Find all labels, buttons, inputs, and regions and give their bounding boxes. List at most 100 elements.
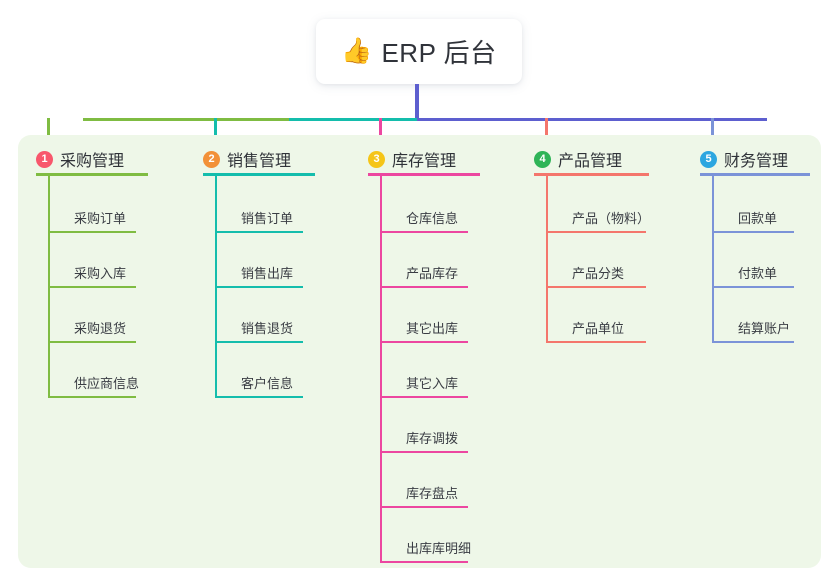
menu-item-rule bbox=[48, 231, 136, 233]
menu-item-label: 采购订单 bbox=[74, 211, 127, 226]
menu-item-rule bbox=[380, 231, 468, 233]
menu-item-label: 产品单位 bbox=[572, 321, 625, 336]
menu-item-label: 销售订单 bbox=[241, 211, 294, 226]
menu-item-label: 库存盘点 bbox=[406, 486, 459, 501]
column-spine-line bbox=[712, 173, 714, 343]
menu-item-label: 其它出库 bbox=[406, 321, 459, 336]
menu-item-receipt-voucher[interactable]: 回款单 bbox=[712, 191, 794, 233]
menu-item-purchase-order[interactable]: 采购订单 bbox=[48, 191, 136, 233]
menu-item-label: 销售出库 bbox=[241, 266, 294, 281]
column-sales-management: 2 销售管理销售订单销售出库销售退货客户信息 bbox=[203, 135, 353, 568]
menu-item-rule bbox=[380, 561, 468, 563]
menu-item-rule bbox=[712, 231, 794, 233]
menu-item-other-inbound[interactable]: 其它入库 bbox=[380, 356, 468, 398]
column-spine-line bbox=[546, 173, 548, 343]
column-title: 财务管理 bbox=[724, 153, 789, 170]
menu-item-label: 出库库明细 bbox=[406, 541, 472, 556]
column-header-rule bbox=[203, 173, 315, 176]
menu-item-label: 结算账户 bbox=[738, 321, 791, 336]
badge-number-icon: 1 bbox=[36, 150, 53, 168]
menu-item-settlement-account[interactable]: 结算账户 bbox=[712, 301, 794, 343]
menu-item-sales-order[interactable]: 销售订单 bbox=[215, 191, 303, 233]
menu-item-rule bbox=[380, 396, 468, 398]
badge-number-icon: 2 bbox=[203, 150, 220, 168]
menu-item-label: 客户信息 bbox=[241, 376, 294, 391]
menu-item-rule bbox=[48, 286, 136, 288]
menu-item-rule bbox=[712, 286, 794, 288]
column-purchase-management: 1 采购管理采购订单采购入库采购退货供应商信息 bbox=[36, 135, 186, 568]
column-inventory-management: 3 库存管理仓库信息产品库存其它出库其它入库库存调拨库存盘点出库库明细 bbox=[368, 135, 518, 568]
menu-item-rule bbox=[48, 341, 136, 343]
menu-item-product-material[interactable]: 产品（物料） bbox=[546, 191, 650, 233]
menu-item-rule bbox=[546, 231, 646, 233]
menu-item-label: 产品库存 bbox=[406, 266, 459, 281]
menu-item-label: 回款单 bbox=[738, 211, 778, 226]
column-header-product-management[interactable]: 4 产品管理 bbox=[534, 147, 622, 171]
badge-number-icon: 5 bbox=[700, 150, 717, 168]
column-header-rule bbox=[36, 173, 148, 176]
thumbs-up-icon: 👍 bbox=[341, 37, 373, 65]
column-header-inventory-management[interactable]: 3 库存管理 bbox=[368, 147, 456, 171]
column-header-rule bbox=[368, 173, 480, 176]
column-finance-management: 5 财务管理回款单付款单结算账户 bbox=[700, 135, 825, 568]
menu-item-rule bbox=[380, 451, 468, 453]
menu-item-sales-return[interactable]: 销售退货 bbox=[215, 301, 303, 343]
menu-item-product-unit[interactable]: 产品单位 bbox=[546, 301, 646, 343]
menu-item-rule bbox=[215, 286, 303, 288]
menu-item-rule bbox=[215, 341, 303, 343]
badge-number-icon: 3 bbox=[368, 150, 385, 168]
menu-item-stock-transfer[interactable]: 库存调拨 bbox=[380, 411, 468, 453]
column-spine-line bbox=[48, 173, 50, 398]
column-title: 销售管理 bbox=[227, 153, 292, 170]
column-header-finance-management[interactable]: 5 财务管理 bbox=[700, 147, 788, 171]
menu-item-product-category[interactable]: 产品分类 bbox=[546, 246, 646, 288]
bus-segment-purple bbox=[417, 118, 767, 121]
menu-item-label: 采购退货 bbox=[74, 321, 127, 336]
menu-item-label: 供应商信息 bbox=[74, 376, 140, 391]
column-product-management: 4 产品管理产品（物料） 产品分类产品单位 bbox=[534, 135, 694, 568]
menu-item-rule bbox=[380, 506, 468, 508]
bus-segment-green bbox=[83, 118, 291, 121]
page-title: ERP 后台 bbox=[381, 38, 497, 68]
badge-number-icon: 4 bbox=[534, 150, 551, 168]
menu-item-stock-count[interactable]: 库存盘点 bbox=[380, 466, 468, 508]
column-title: 库存管理 bbox=[392, 153, 457, 170]
menu-item-label: 仓库信息 bbox=[406, 211, 459, 226]
column-title: 产品管理 bbox=[558, 153, 623, 170]
menu-item-rule bbox=[546, 286, 646, 288]
bus-segment-teal bbox=[289, 118, 419, 121]
menu-item-product-stock[interactable]: 产品库存 bbox=[380, 246, 468, 288]
menu-item-payment-voucher[interactable]: 付款单 bbox=[712, 246, 794, 288]
column-title: 采购管理 bbox=[60, 153, 125, 170]
menu-item-label: 产品（物料） bbox=[572, 211, 651, 226]
menu-item-rule bbox=[215, 396, 303, 398]
column-header-rule bbox=[534, 173, 649, 176]
column-header-sales-management[interactable]: 2 销售管理 bbox=[203, 147, 291, 171]
title-stem-line bbox=[415, 84, 419, 121]
menu-item-label: 销售退货 bbox=[241, 321, 294, 336]
menu-item-rule bbox=[215, 231, 303, 233]
menu-item-rule bbox=[712, 341, 794, 343]
menu-item-rule bbox=[546, 341, 646, 343]
menu-item-rule bbox=[380, 286, 468, 288]
menu-item-other-outbound[interactable]: 其它出库 bbox=[380, 301, 468, 343]
menu-item-outbound-detail[interactable]: 出库库明细 bbox=[380, 521, 472, 563]
menu-item-sales-outbound[interactable]: 销售出库 bbox=[215, 246, 303, 288]
menu-item-supplier-info[interactable]: 供应商信息 bbox=[48, 356, 140, 398]
column-spine-line bbox=[215, 173, 217, 398]
menu-item-label: 产品分类 bbox=[572, 266, 625, 281]
menu-item-label: 付款单 bbox=[738, 266, 778, 281]
column-header-rule bbox=[700, 173, 810, 176]
menu-item-rule bbox=[48, 396, 136, 398]
column-header-purchase-management[interactable]: 1 采购管理 bbox=[36, 147, 124, 171]
menu-item-label: 库存调拨 bbox=[406, 431, 459, 446]
menu-item-rule bbox=[380, 341, 468, 343]
menu-item-customer-info[interactable]: 客户信息 bbox=[215, 356, 303, 398]
column-spine-line bbox=[380, 173, 382, 563]
menu-item-purchase-inbound[interactable]: 采购入库 bbox=[48, 246, 136, 288]
content-panel: 1 采购管理采购订单采购入库采购退货供应商信息 2 销售管理销售订单销售出库销售退货客… bbox=[18, 135, 821, 568]
menu-item-purchase-return[interactable]: 采购退货 bbox=[48, 301, 136, 343]
menu-item-label: 采购入库 bbox=[74, 266, 127, 281]
menu-item-warehouse-info[interactable]: 仓库信息 bbox=[380, 191, 468, 233]
